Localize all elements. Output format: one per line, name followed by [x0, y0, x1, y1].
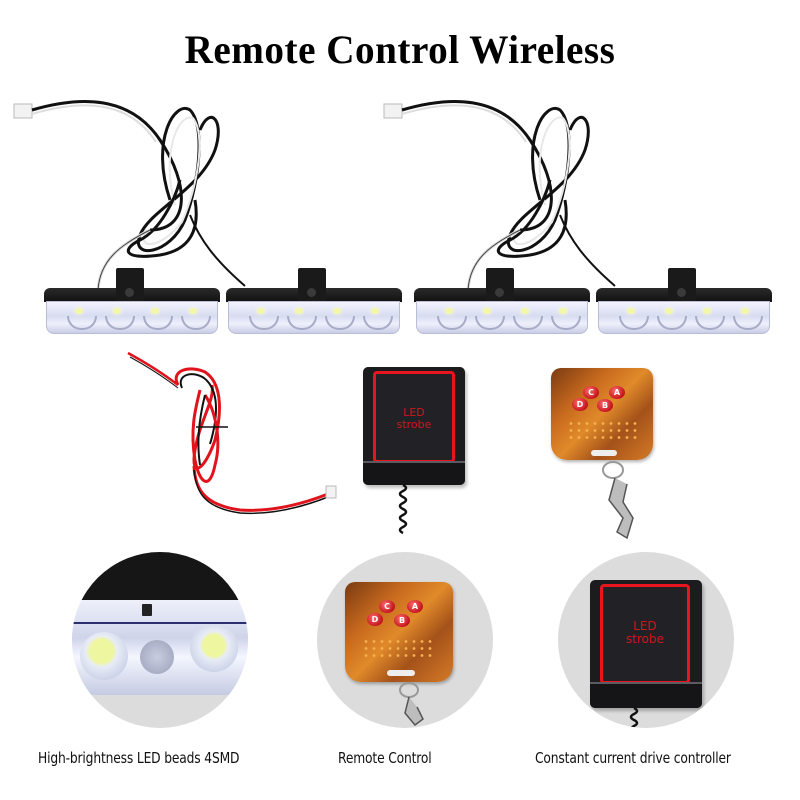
wireless-remote-closeup: C A D B: [345, 582, 453, 682]
led-light-bar-3: [414, 268, 590, 334]
remote-button-c: C: [583, 386, 599, 399]
led-strobe-controller: LED strobe: [363, 367, 465, 485]
mounting-bracket-icon: [298, 268, 326, 302]
wireless-remote: C A D B: [551, 368, 653, 460]
caption-led-beads: High-brightness LED beads 4SMD: [38, 749, 240, 767]
led-strobe-controller-closeup: LED strobe: [590, 580, 702, 708]
caption-controller: Constant current drive controller: [535, 749, 731, 767]
remote-button-d: D: [367, 613, 383, 626]
mounting-bracket-icon: [116, 268, 144, 302]
controller-label-line2: strobe: [396, 418, 432, 431]
remote-button-d: D: [572, 398, 588, 411]
caption-remote-control: Remote Control: [338, 749, 432, 767]
feature-circle-led-beads: [72, 552, 248, 728]
controller-label-line1: LED: [633, 619, 657, 633]
remote-button-a: A: [609, 386, 625, 399]
remote-button-c: C: [379, 600, 395, 613]
led-light-bar-4: [596, 268, 772, 334]
feature-circle-remote: C A D B: [317, 552, 493, 728]
controller-label-line2: strobe: [626, 632, 664, 646]
remote-button-b: B: [597, 399, 613, 412]
mounting-bracket-icon: [486, 268, 514, 302]
page-title: Remote Control Wireless: [184, 27, 616, 72]
controller-label-line1: LED: [403, 406, 425, 419]
led-light-bar-1: [44, 268, 220, 334]
mounting-bracket-icon: [668, 268, 696, 302]
remote-button-b: B: [394, 614, 410, 627]
led-light-bar-2: [226, 268, 402, 334]
remote-button-a: A: [407, 600, 423, 613]
feature-circle-controller: LED strobe: [558, 552, 734, 728]
